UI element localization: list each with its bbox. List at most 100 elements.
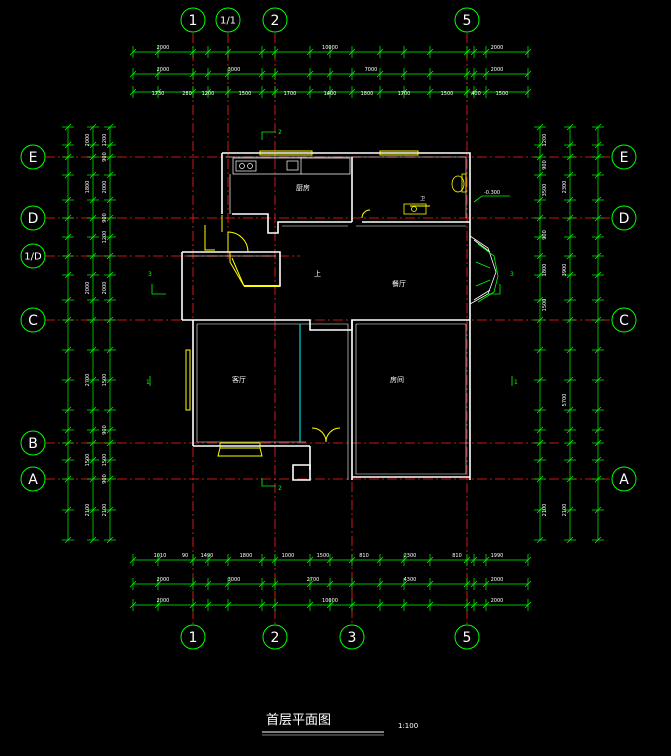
dim-bot2-1: 3000 bbox=[228, 577, 241, 583]
axis-top-5: 5 bbox=[463, 13, 472, 29]
dim-bot3-0: 2000 bbox=[157, 598, 170, 604]
dim-top3-10: 1500 bbox=[496, 91, 509, 97]
dim-top3-6: 1800 bbox=[361, 91, 374, 97]
dim-left1-9: 900 bbox=[102, 474, 108, 484]
dim-left1-6: 1500 bbox=[102, 374, 108, 387]
dim-bot1-5: 1500 bbox=[317, 553, 330, 559]
dim-left1-8: 1500 bbox=[102, 454, 108, 467]
axis-bottom-3: 3 bbox=[348, 630, 357, 646]
dim-bot1-2: 1490 bbox=[201, 553, 214, 559]
axis-right-C: C bbox=[619, 313, 629, 329]
dim-right1-1: 900 bbox=[542, 160, 548, 170]
dim-bot1-4: 1000 bbox=[282, 553, 295, 559]
axis-bottom-2: 2 bbox=[271, 630, 280, 646]
axis-right-D: D bbox=[619, 211, 630, 227]
dim-left1-1: 900 bbox=[102, 152, 108, 162]
dim-bot1-7: 2300 bbox=[404, 553, 417, 559]
dim-left1-3: 900 bbox=[102, 213, 108, 223]
dim-bot1-9: 1990 bbox=[491, 553, 504, 559]
room-stair-up: 上 bbox=[314, 269, 321, 278]
dim-bot1-6: 810 bbox=[359, 553, 369, 559]
dim-left1-2: 2000 bbox=[102, 181, 108, 194]
axis-left-D: D bbox=[28, 211, 39, 227]
axis-left-A: A bbox=[28, 472, 38, 488]
bay-window bbox=[469, 235, 497, 305]
dim-left2-5: 2100 bbox=[85, 504, 91, 517]
section-mark-1-left: 1 bbox=[146, 379, 150, 386]
dim-left2-4: 1500 bbox=[85, 454, 91, 467]
dim-right1-6: 2100 bbox=[542, 504, 548, 517]
axis-left-C: C bbox=[28, 313, 38, 329]
dim-top2-a: 2000 bbox=[157, 67, 170, 73]
dimension-lines bbox=[67, 51, 599, 606]
dim-left2-1: 1800 bbox=[85, 181, 91, 194]
dim-top3-7: 1700 bbox=[398, 91, 411, 97]
axis-right-A: A bbox=[619, 472, 629, 488]
dim-top1-c: 2000 bbox=[491, 45, 504, 51]
dim-top3-1: 280 bbox=[182, 91, 192, 97]
axis-bubbles bbox=[20, 7, 637, 650]
dim-top2-b: 3000 bbox=[228, 67, 241, 73]
dim-left1-7: 900 bbox=[102, 425, 108, 435]
dim-right1-5: 1500 bbox=[542, 299, 548, 312]
dim-top3-9: 400 bbox=[471, 91, 481, 97]
dim-bot1-8: 810 bbox=[452, 553, 462, 559]
section-mark-3-right: 3 bbox=[510, 271, 514, 278]
bath-fixtures bbox=[403, 173, 467, 215]
dim-bot2-4: 2000 bbox=[491, 577, 504, 583]
axis-left-1D: 1/D bbox=[24, 252, 42, 263]
axis-bottom-1: 1 bbox=[189, 630, 198, 646]
axis-top-2: 2 bbox=[271, 13, 280, 29]
walls bbox=[181, 152, 471, 481]
section-mark-3-left: 3 bbox=[148, 271, 152, 278]
room-kitchen: 厨房 bbox=[296, 183, 310, 192]
level-marker: -0.300 bbox=[484, 190, 500, 196]
dim-top2-c: 7000 bbox=[365, 67, 378, 73]
dim-right2-0: 2300 bbox=[562, 181, 568, 194]
dim-top3-0: 1730 bbox=[152, 91, 165, 97]
axis-lines bbox=[45, 33, 610, 625]
dim-right1-2: 3500 bbox=[542, 184, 548, 197]
room-bath: 卫 bbox=[420, 196, 425, 202]
axis-left-E: E bbox=[29, 150, 38, 166]
dim-top3-3: 1500 bbox=[239, 91, 252, 97]
dim-bot2-0: 2000 bbox=[157, 577, 170, 583]
section-marks bbox=[149, 131, 513, 487]
drawing-title: 首层平面图 bbox=[266, 713, 331, 728]
windows-doors bbox=[185, 150, 430, 457]
drawing-scale: 1:100 bbox=[398, 722, 418, 730]
dim-right2-1: 3900 bbox=[562, 264, 568, 277]
dim-left1-5: 2000 bbox=[102, 282, 108, 295]
dim-bot1-3: 1800 bbox=[240, 553, 253, 559]
dim-bot3-2: 2000 bbox=[491, 598, 504, 604]
dim-left1-10: 2100 bbox=[102, 504, 108, 517]
axis-bottom-5: 5 bbox=[463, 630, 472, 646]
bay-window-green bbox=[475, 243, 499, 303]
dim-top1-b: 10000 bbox=[322, 45, 338, 51]
section-mark-2-top: 2 bbox=[278, 129, 282, 136]
axis-right-E: E bbox=[620, 150, 629, 166]
dim-left2-3: 2700 bbox=[85, 374, 91, 387]
dim-left2-2: 2000 bbox=[85, 282, 91, 295]
dim-bot2-3: 4300 bbox=[404, 577, 417, 583]
dim-top3-2: 1200 bbox=[202, 91, 215, 97]
dim-right1-4: 1800 bbox=[542, 264, 548, 277]
room-living: 客厅 bbox=[232, 375, 246, 384]
dim-top3-8: 1500 bbox=[441, 91, 454, 97]
dim-left2-0: 2000 bbox=[85, 134, 91, 147]
section-mark-1-right: 1 bbox=[514, 379, 518, 386]
axis-left-B: B bbox=[28, 436, 38, 452]
section-mark-2-bottom: 2 bbox=[278, 485, 282, 492]
wall-inner-lines bbox=[186, 156, 467, 480]
dim-right1-0: 1200 bbox=[542, 134, 548, 147]
dim-left1-0: 1200 bbox=[102, 134, 108, 147]
dim-bot2-2: 2700 bbox=[307, 577, 320, 583]
room-dining: 餐厅 bbox=[392, 279, 406, 288]
dim-right2-3: 2100 bbox=[562, 504, 568, 517]
dim-right2-2: 5700 bbox=[562, 394, 568, 407]
kitchen-counter bbox=[229, 157, 351, 214]
dim-top3-5: 1400 bbox=[324, 91, 337, 97]
room-bedroom: 房间 bbox=[390, 375, 404, 384]
dim-left1-4: 1200 bbox=[102, 231, 108, 244]
